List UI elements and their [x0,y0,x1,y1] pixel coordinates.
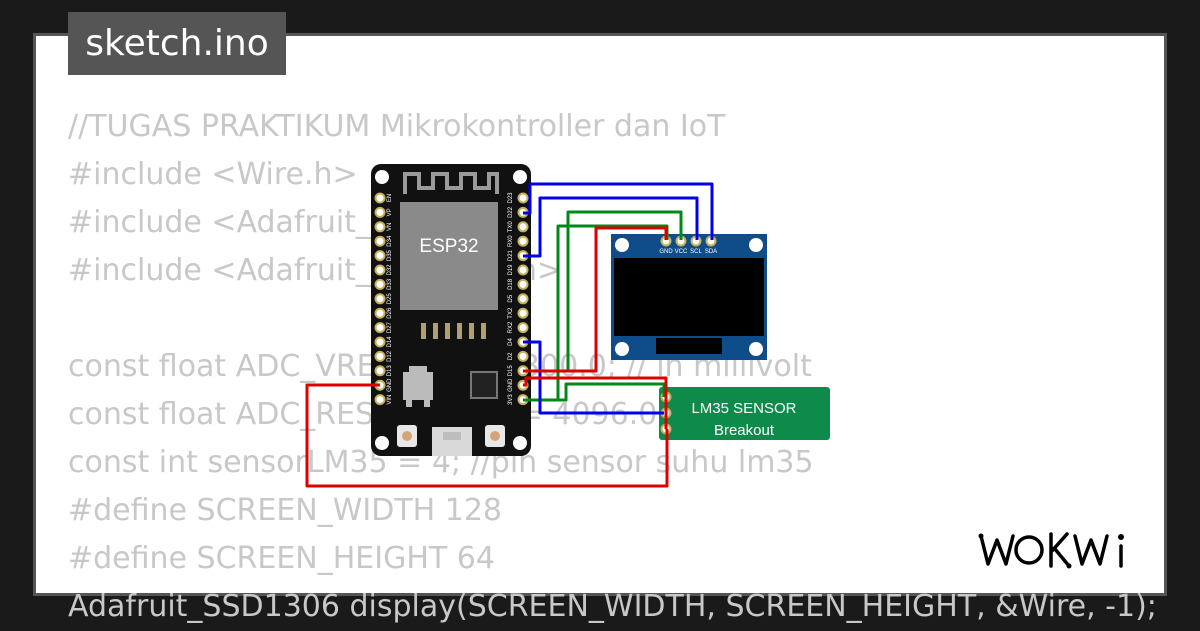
pin-label: VN [387,223,393,231]
pin-label: D21 [508,249,514,261]
wire-scl[interactable] [523,196,699,258]
mount-hole-icon [615,238,629,252]
pin-label: TX2 [508,307,514,319]
esp32-pin-vp[interactable] [374,206,386,218]
esp32-pin-rx0[interactable] [517,235,529,247]
esp32-pin-d18[interactable] [517,278,529,290]
esp32-pin-d5[interactable] [517,293,529,305]
wire-gnd-left[interactable] [305,383,669,488]
wire-sda[interactable] [523,182,714,240]
wire-3v3-lm35[interactable] [523,382,666,402]
pin-label: 3V3 [508,394,514,405]
pin-label: D18 [508,278,514,290]
pin-label: D25 [387,293,393,305]
code-line: Adafruit_SSD1306 display(SCREEN_WIDTH, S… [68,589,1157,624]
pin-label: D22 [508,206,514,218]
esp32-pin-d27[interactable] [374,322,386,334]
esp32-pin-d32[interactable] [374,264,386,276]
pin-label: D35 [387,249,393,261]
pin-label: SCL [690,249,702,255]
wire-gnd-oled[interactable] [523,226,668,373]
usb-chip [470,371,498,399]
mount-hole-icon [513,170,527,184]
code-line: #define SCREEN_WIDTH 128 [68,493,503,528]
pin-label: D13 [387,365,393,377]
voltage-regulator [403,372,433,400]
esp32-pin-d2[interactable] [517,350,529,362]
pin-label: RX0 [508,235,514,247]
esp32-pin-d14[interactable] [374,336,386,348]
pin-label: VP [387,208,393,216]
mount-hole-icon [375,436,389,450]
pin-label: VIN [387,395,393,405]
code-line: #include <Wire.h> [68,157,358,192]
wokwi-logo-text: WOKWI [1062,580,1066,582]
pin-label: D4 [508,338,514,346]
code-line: //TUGAS PRAKTIKUM Mikrokontroller dan Io… [68,109,726,144]
pin-label: D27 [387,321,393,333]
pin-label: RX2 [508,321,514,333]
pin-label: GND [387,378,393,392]
esp32-pin-tx2[interactable] [517,307,529,319]
pin-label: VCC [675,249,688,255]
esp32-pin-vin[interactable] [374,394,386,406]
esp32-pin-d25[interactable] [374,293,386,305]
mount-hole-icon [749,342,763,356]
wokwi-logo: WOKWI [978,532,1124,582]
pin-label: D33 [387,278,393,290]
lm35-sensor[interactable]: LM35 SENSOR Breakout [659,387,830,440]
pin-label: EN [387,194,393,202]
pin-label: D2 [508,352,514,360]
code-line: const int sensorLM35 = 4; //pin sensor s… [68,445,814,480]
pin-label: D19 [508,264,514,276]
esp32-label: ESP32 [419,236,478,257]
pin-label: GND [659,249,673,255]
oled-screen [614,258,764,336]
mount-hole-icon [513,436,527,450]
esp32-pin-en[interactable] [374,192,386,204]
esp32-board[interactable]: ESP32 ENVPVND34D35D32D33D25D26D27D14D12D… [371,164,531,456]
lm35-label-line2: Breakout [714,422,775,439]
pin-label: TX0 [508,221,514,233]
pin-label: D14 [387,336,393,348]
pin-label: D15 [508,365,514,377]
esp32-pin-d26[interactable] [374,307,386,319]
esp32-pin-vn[interactable] [374,221,386,233]
file-name-tab: sketch.ino [68,12,286,75]
code-line: #define SCREEN_HEIGHT 64 [68,541,495,576]
esp32-pin-d12[interactable] [374,350,386,362]
esp32-pin-d33[interactable] [374,278,386,290]
esp32-pin-d13[interactable] [374,365,386,377]
mount-hole-icon [749,238,763,252]
pin-label: D34 [387,235,393,247]
esp32-module [400,202,498,310]
pin-label: D32 [387,264,393,276]
pin-label: D26 [387,307,393,319]
antenna-icon [403,172,499,194]
pin-label: D23 [508,192,514,204]
usb-port [432,427,472,456]
lm35-label-line1: LM35 SENSOR [691,400,796,417]
preview-card [33,33,1167,596]
esp32-pin-rx2[interactable] [517,322,529,334]
pin-label: SDA [705,249,717,255]
esp32-pin-d34[interactable] [374,235,386,247]
pin-label: GND [508,378,514,392]
esp32-pin-d35[interactable] [374,250,386,262]
wire-gnd-lm35[interactable] [523,376,668,429]
esp32-pin-d19[interactable] [517,264,529,276]
esp32-pin-d23[interactable] [517,192,529,204]
pin-label: D5 [508,294,514,302]
wires [305,182,714,488]
mount-hole-icon [375,170,389,184]
esp32-pin-tx0[interactable] [517,221,529,233]
pin-label: D12 [387,350,393,362]
mount-hole-icon [615,342,629,356]
